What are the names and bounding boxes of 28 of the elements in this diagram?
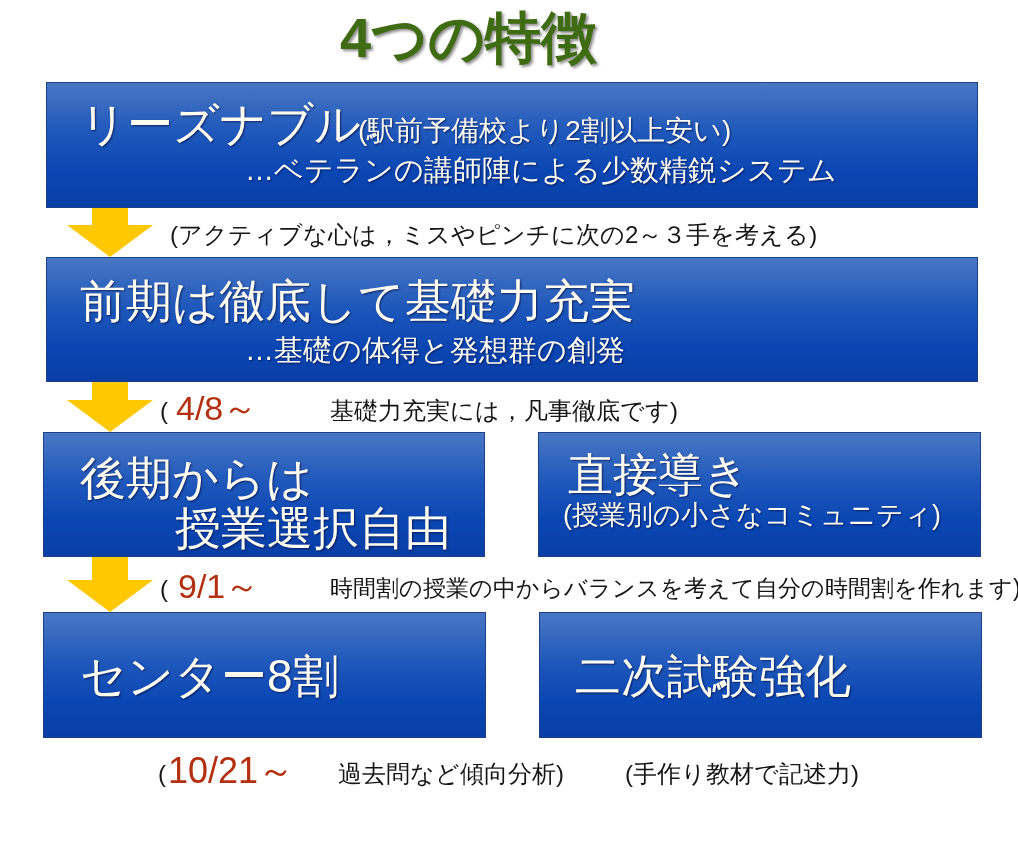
box-heading: 後期からは授業選択自由: [80, 453, 452, 553]
box-heading: 二次試験強化: [575, 649, 851, 705]
note-text: 基礎力充実には，凡事徹底です): [330, 396, 678, 426]
note-text: (アクティブな心は，ミスやピンチに次の2～３手を考える): [170, 220, 818, 250]
note-text: (: [160, 574, 168, 604]
note-text: (: [160, 396, 168, 426]
box-subtext: (駅前予備校より2割以上安い): [358, 115, 732, 148]
box-heading: 前期は徹底して基礎力充実: [80, 274, 635, 330]
box-heading: センター8割: [80, 649, 339, 705]
feature-box: [46, 82, 978, 208]
arrow: [67, 557, 153, 612]
date-text: 9/1～: [178, 565, 260, 607]
arrow: [67, 382, 153, 432]
date-text: 4/8～: [176, 387, 258, 429]
note-text: 過去問など傾向分析): [338, 759, 564, 789]
date-text: 10/21～: [168, 749, 295, 793]
feature-box: [46, 257, 978, 382]
note-text: (: [158, 759, 166, 789]
feature-box: [539, 612, 982, 738]
arrow: [67, 208, 153, 257]
box-heading: リーズナブル: [80, 97, 361, 153]
feature-box: [43, 612, 486, 738]
box-subtext: …ベテランの講師陣による少数精鋭システム: [245, 152, 837, 188]
note-text: (手作り教材で記述力): [625, 759, 859, 789]
title: 4つの特徴: [340, 5, 598, 72]
feature-box: [538, 432, 981, 557]
box-subtext: …基礎の体得と発想群の創発: [245, 332, 625, 368]
feature-box: [43, 432, 485, 557]
